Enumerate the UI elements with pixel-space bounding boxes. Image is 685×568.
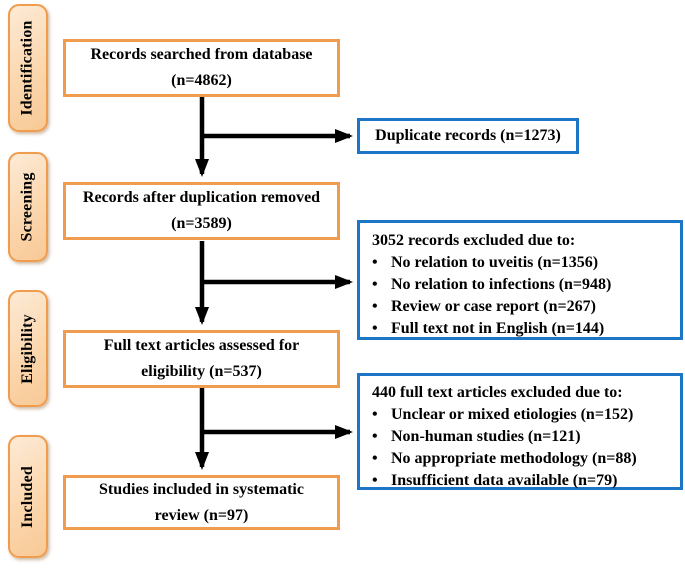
exclusion-box-title: 3052 records excluded due to: (372, 232, 576, 249)
bullet-icon: • (372, 472, 378, 489)
flow-box-line: eligibility (n=537) (141, 363, 262, 380)
flow-box-line: review (n=97) (154, 506, 249, 524)
exclusion-reason-text: No relation to infections (n=948) (391, 276, 612, 293)
bullet-icon: • (372, 276, 378, 293)
exclusion-reason-text: No appropriate methodology (n=88) (391, 450, 637, 467)
bullet-icon: • (372, 298, 378, 315)
stage-label-screening: Screening (8, 152, 48, 262)
stage-label-text: Included (19, 465, 37, 528)
exclusion-reason-row: • Full text not in English (n=144) (372, 318, 674, 340)
stage-label-text: Eligibility (19, 313, 36, 384)
stage-label-text: Screening (19, 172, 36, 242)
exclusion-reason-row: • Non-human studies (n=121) (372, 426, 674, 448)
bullet-icon: • (372, 406, 378, 423)
flow-box-after-duplication: Records after duplication removed (n=358… (63, 182, 340, 240)
exclusion-reason-row: • Insufficient data available (n=79) (372, 470, 674, 492)
flow-box-line: Full text articles assessed for (103, 337, 300, 354)
exclusion-reason-row: • No relation to infections (n=948) (372, 274, 674, 296)
exclusion-box-title: 440 full text articles excluded due to: (372, 384, 623, 401)
stage-label-eligibility: Eligibility (8, 290, 48, 407)
exclusion-reason-text: Insufficient data available (n=79) (391, 472, 618, 489)
flow-box-line: Studies included in systematic (99, 480, 304, 498)
stage-label-included: Included (8, 435, 48, 558)
bullet-icon: • (372, 254, 378, 271)
exclusion-reason-text: Full text not in English (n=144) (391, 320, 605, 337)
exclusion-box-fulltext-excluded: 440 full text articles excluded due to: … (357, 373, 683, 490)
flow-box-line: Records after duplication removed (82, 189, 321, 206)
bullet-icon: • (372, 320, 378, 337)
stage-label-identification: Identification (8, 4, 48, 132)
stage-label-text: Identification (19, 20, 36, 116)
flow-box-records-searched: Records searched from database (n=4862) (63, 39, 340, 97)
exclusion-box-records-excluded: 3052 records excluded due to: • No relat… (357, 220, 683, 340)
exclusion-reason-text: Non-human studies (n=121) (391, 428, 581, 445)
exclusion-reason-row: • No relation to uveitis (n=1356) (372, 252, 674, 274)
flow-box-line: (n=4862) (171, 72, 232, 89)
exclusion-reason-row: • Unclear or mixed etiologies (n=152) (372, 404, 674, 426)
flow-box-studies-included: Studies included in systematic review (n… (63, 475, 340, 530)
bullet-icon: • (372, 450, 378, 467)
exclusion-reason-text: No relation to uveitis (n=1356) (391, 254, 599, 271)
exclusion-reason-text: Review or case report (n=267) (391, 298, 596, 315)
exclusion-box-title: Duplicate records (n=1273) (375, 127, 561, 144)
bullet-icon: • (372, 428, 378, 445)
flow-box-fulltext-assessed: Full text articles assessed for eligibil… (63, 330, 340, 388)
exclusion-box-duplicates: Duplicate records (n=1273) (357, 118, 579, 154)
flow-box-line: Records searched from database (90, 46, 313, 63)
flow-box-line: (n=3589) (171, 215, 232, 232)
exclusion-reason-row: • No appropriate methodology (n=88) (372, 448, 674, 470)
exclusion-reason-row: • Review or case report (n=267) (372, 296, 674, 318)
exclusion-reason-text: Unclear or mixed etiologies (n=152) (391, 406, 634, 423)
